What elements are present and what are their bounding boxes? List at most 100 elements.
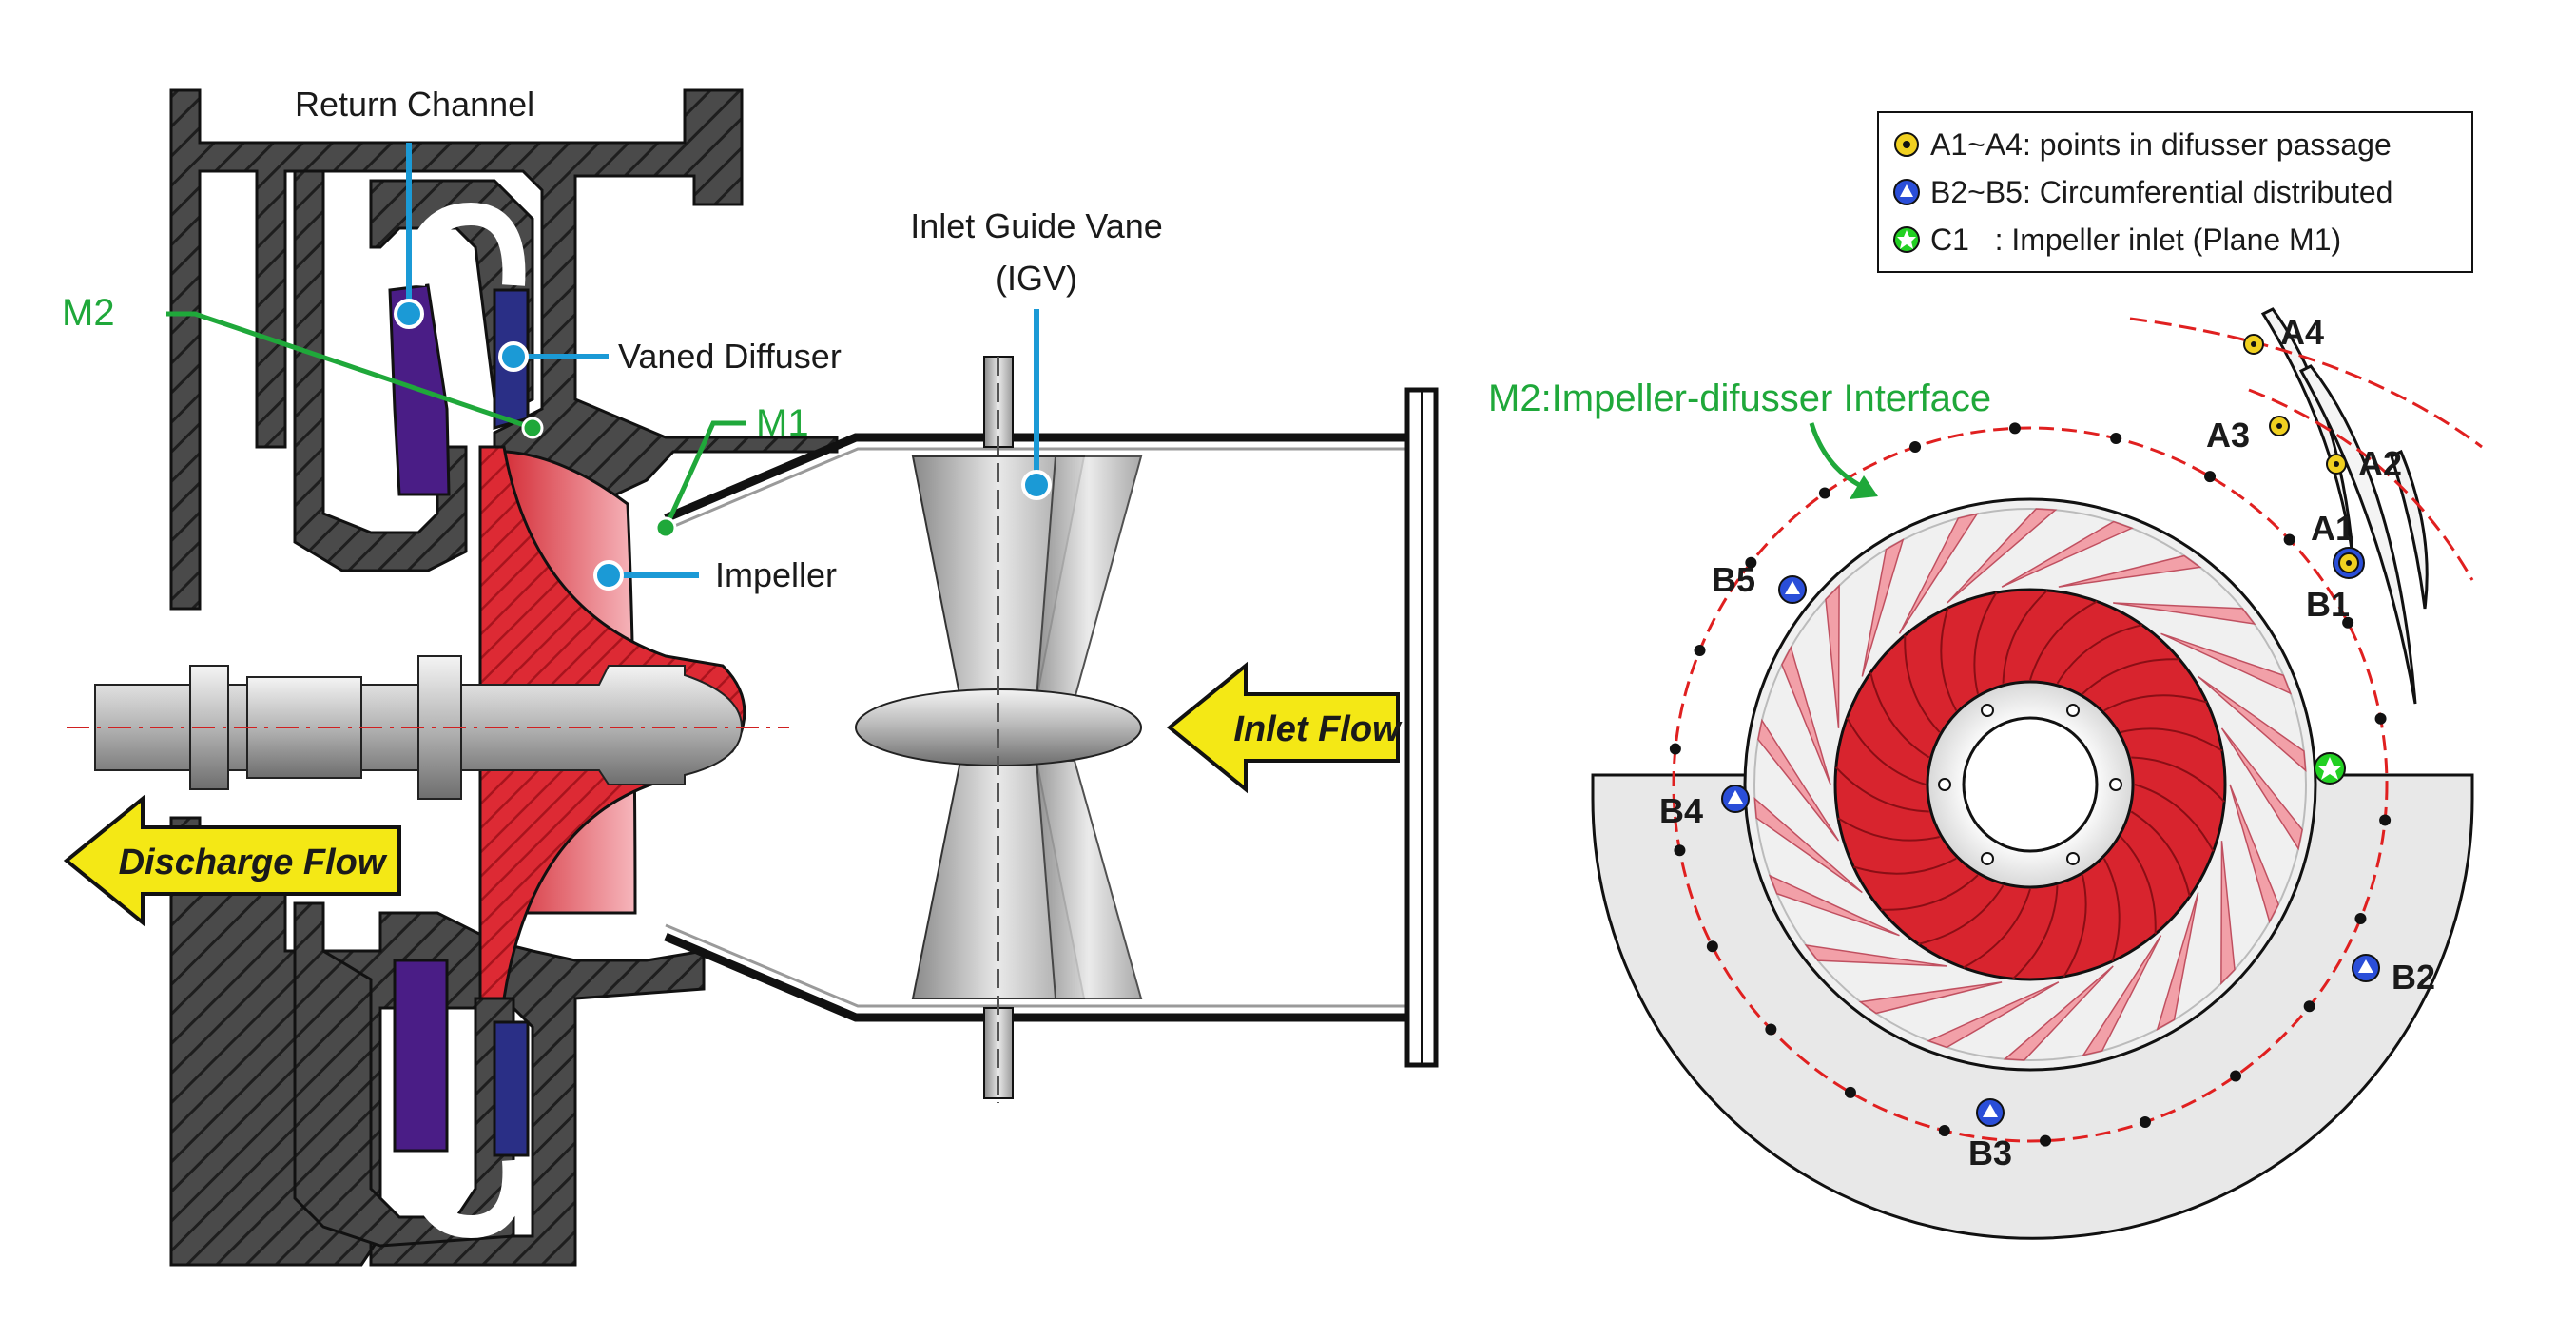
impeller-blade xyxy=(2002,590,2048,684)
diffuser-vane xyxy=(2113,602,2256,625)
diffuser-vane xyxy=(2229,784,2279,924)
inlet-duct xyxy=(664,433,1417,1022)
interface-probe-dot xyxy=(1765,1023,1777,1036)
m2-interface-circle xyxy=(1672,426,2389,1143)
diffuser-vane xyxy=(2058,554,2202,588)
impeller-blade xyxy=(2130,810,2191,897)
return-channel-label: Return Channel xyxy=(295,85,534,124)
marker-a4 xyxy=(2243,334,2264,355)
diffuser-vane xyxy=(2082,935,2162,1056)
impeller-blade xyxy=(1846,717,1927,785)
point-label-b2: B2 xyxy=(2392,958,2435,997)
diffuser-vane xyxy=(1781,645,1831,785)
inlet-duct-inner xyxy=(665,447,1417,1008)
return-u-upper xyxy=(402,202,526,287)
impeller-blade xyxy=(2102,858,2121,962)
diffuser-vane xyxy=(1804,944,1947,967)
impeller-blade xyxy=(1837,817,1940,842)
discharge-flow-arrow: Discharge Flow xyxy=(63,794,401,927)
marker-b5 xyxy=(1778,575,1807,604)
interface-probe-dot xyxy=(1818,487,1830,499)
legend-text-b: B2~B5: Circumferential distributed xyxy=(1930,175,2392,209)
interface-probe-dot xyxy=(2283,533,2295,546)
marker-b4 xyxy=(1721,785,1750,813)
impeller-label: Impeller xyxy=(715,555,837,594)
point-label-b1: B1 xyxy=(2306,585,2350,624)
m1-label: M1 xyxy=(756,402,809,444)
interface-arrow xyxy=(1809,422,1870,493)
interface-probe-dot xyxy=(1745,556,1757,569)
impeller-blade xyxy=(1869,672,1930,759)
legend-text-c: C1 : Impeller inlet (Plane M1) xyxy=(1930,223,2341,257)
interface-probe-dot xyxy=(1694,644,1706,656)
interface-probe-dot xyxy=(1674,844,1686,857)
legend: A1~A4: points in difusser passage B2~B5:… xyxy=(1877,111,2473,273)
hub-bolt xyxy=(2066,704,2080,718)
hub-bolt xyxy=(1981,704,1994,718)
inlet-flow-label: Inlet Flow xyxy=(1233,709,1403,749)
interface-probe-dot xyxy=(2230,1070,2242,1082)
interface-probe-dot xyxy=(2204,471,2217,483)
return-wall-lower xyxy=(293,901,515,1248)
interface-arrowhead xyxy=(1850,475,1878,499)
interface-probe-dot xyxy=(2008,422,2021,435)
impeller-blade xyxy=(2056,624,2142,685)
impeller-blade xyxy=(1940,607,1958,711)
impeller-blade xyxy=(2103,694,2208,712)
point-label-b4: B4 xyxy=(1659,791,1703,830)
impeller-blade xyxy=(1963,888,2031,969)
return-u-lower xyxy=(407,1158,526,1239)
outer-dashed-arc-2 xyxy=(2248,388,2474,581)
impeller-blade xyxy=(1835,766,1929,813)
diffuser-vane xyxy=(1825,583,1840,728)
interface-probe-dot xyxy=(1909,441,1922,454)
interface-probe-dot xyxy=(1669,743,1681,755)
inlet-flow-arrow: Inlet Flow xyxy=(1166,661,1403,794)
igv-label-line2: (IGV) xyxy=(996,259,1077,298)
legend-text-a: A1~A4: points in difusser passage xyxy=(1930,127,2392,162)
return-channel-lower xyxy=(393,959,449,1153)
diffuser-vanes xyxy=(1753,508,2307,1061)
igv-nose-cone xyxy=(855,688,1142,766)
diffuser-vane xyxy=(2156,892,2199,1031)
section-view: Return Channel Vaned Diffuser Impeller I… xyxy=(62,85,1439,1267)
diffuser-vane xyxy=(2001,520,2134,588)
point-label-a2: A2 xyxy=(2358,444,2402,483)
marker-a1 xyxy=(2333,547,2365,579)
hub-bolt xyxy=(1938,778,1951,791)
interface-probe-dot xyxy=(2110,432,2122,444)
callouts xyxy=(166,143,1052,591)
impeller-blade xyxy=(1904,634,1941,733)
legend-icon-a xyxy=(1894,132,1919,157)
vaned-diffuser-label: Vaned Diffuser xyxy=(618,337,842,376)
marker-b2 xyxy=(2352,954,2380,982)
marker-c1 xyxy=(2314,752,2346,785)
interface-probe-dots xyxy=(1669,422,2392,1147)
interface-label: M2:Impeller-difusser Interface xyxy=(1488,378,1991,419)
impeller-blade xyxy=(2120,836,2157,935)
impeller-blade xyxy=(2131,756,2225,803)
diffuser-vane xyxy=(1768,874,1900,937)
interface-probe-dot xyxy=(2374,712,2387,725)
return-channel-core-upper xyxy=(369,179,534,421)
hub-bolt xyxy=(2109,778,2122,791)
interface-probe-dot xyxy=(1706,940,1718,953)
interface-probe-dot xyxy=(1844,1086,1856,1098)
impeller-blade xyxy=(2121,727,2223,752)
outer-dashed-arc-1 xyxy=(2129,317,2483,449)
diffuser-vane xyxy=(1858,981,2003,1015)
impeller-blades xyxy=(1835,590,2225,979)
igv-label-line1: Inlet Guide Vane xyxy=(910,206,1163,245)
impeller-bore xyxy=(1962,716,2099,853)
diffuser-vane xyxy=(2160,632,2293,695)
point-label-a3: A3 xyxy=(2206,416,2250,455)
interface-probe-dot xyxy=(2303,1000,2315,1013)
diffuser-passage-vane-3 xyxy=(2390,449,2429,610)
impeller-blade xyxy=(1880,874,1979,911)
hub-bolt xyxy=(2066,851,2080,865)
marker-b3 xyxy=(1976,1098,2005,1127)
marker-a2 xyxy=(2326,454,2347,475)
diffuser-vane xyxy=(2220,727,2303,851)
